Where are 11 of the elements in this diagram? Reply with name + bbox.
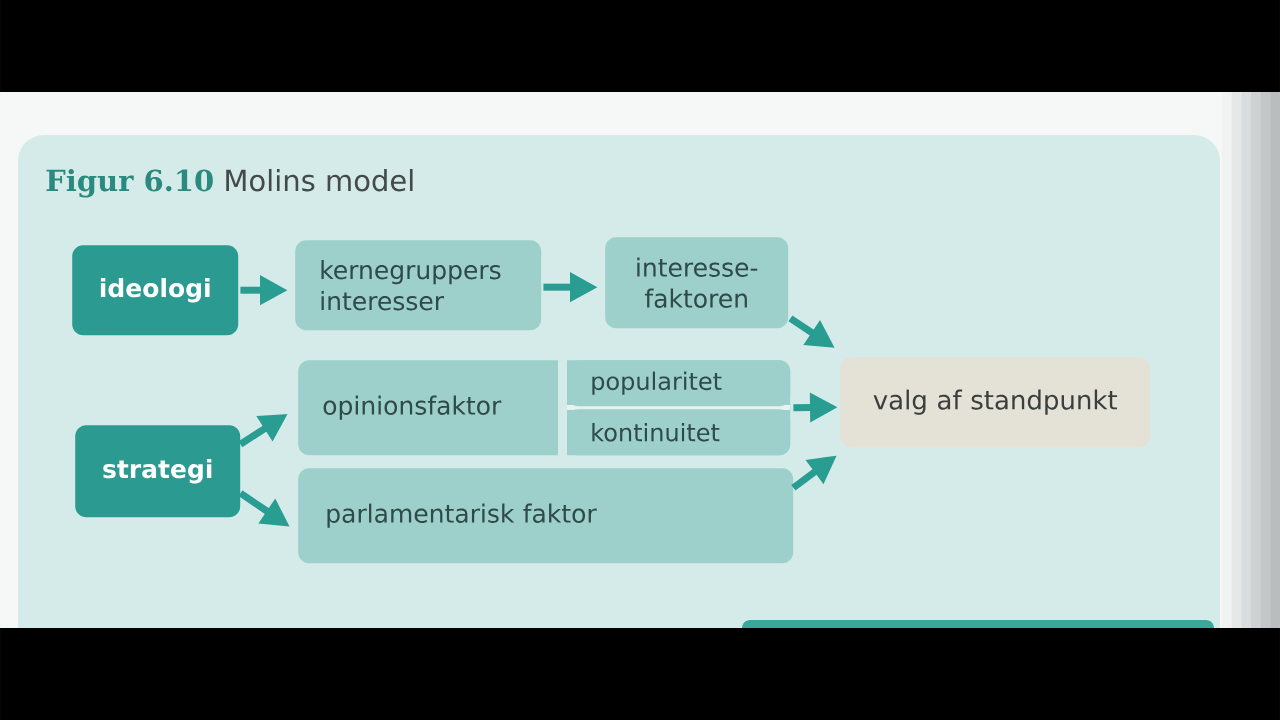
node-label: kontinuitet [592,422,720,442]
rounded-box: interesse- faktoren [605,237,789,329]
node-label: popularitet [592,371,722,395]
rounded-box: strategi [75,425,241,518]
rounded-box: valg af standpunkt [840,357,1151,448]
rounded-box: kernegruppers interesser [295,240,542,331]
figure-title: Figur 6.10 Molins model [46,168,413,198]
rounded-box: parlamentarisk faktor [298,468,794,564]
factor-cell: kontinuitet [567,409,791,456]
rounded-box: ideologi [72,245,239,336]
factor-cell: popularitet [567,360,791,407]
